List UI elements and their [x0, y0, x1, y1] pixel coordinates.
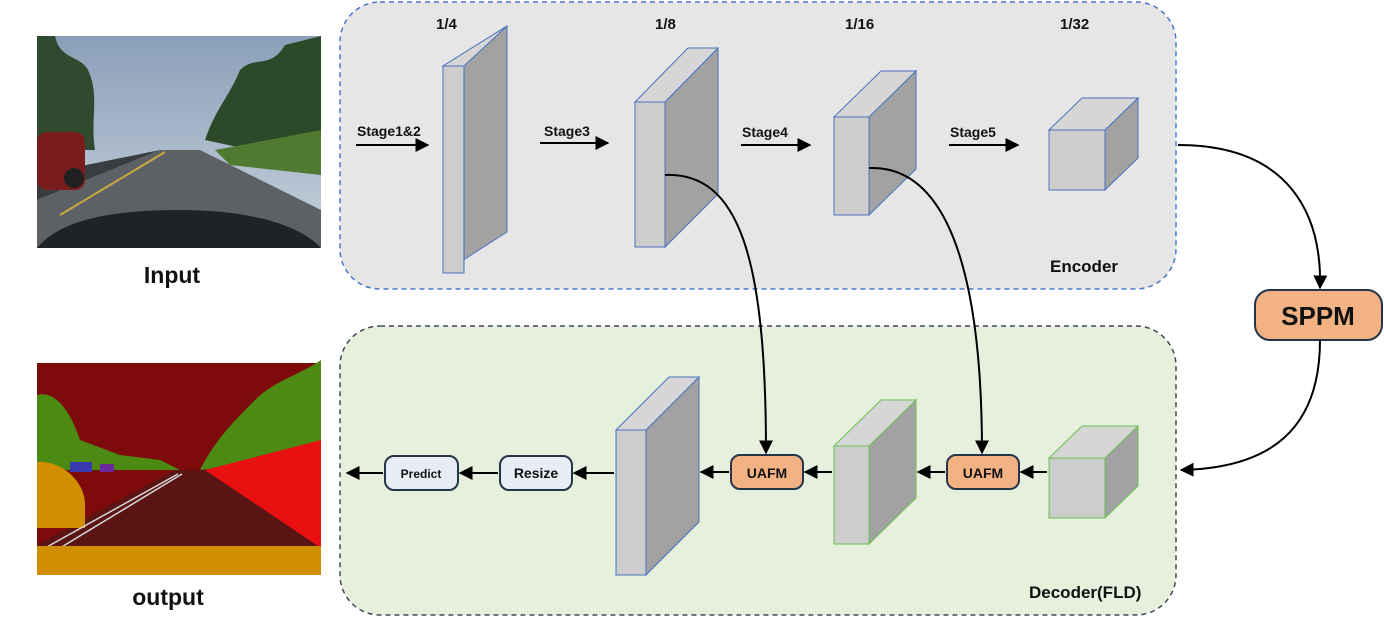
skip-connection-1-16 — [868, 166, 989, 455]
arrow-sppm-to-decoder — [1179, 339, 1321, 477]
scale-label-1-32: 1/32 — [1060, 16, 1089, 33]
uafm-module-left — [730, 454, 804, 490]
uafm-label-left: UAFM — [747, 465, 787, 481]
decoder-block-1-32 — [1047, 424, 1140, 520]
skip-connection-1-8 — [664, 173, 773, 455]
sppm-label: SPPM — [1281, 301, 1355, 331]
resize-label: Resize — [514, 465, 559, 481]
uafm-module-right — [946, 454, 1020, 490]
predict-label: Predict — [401, 467, 442, 481]
encoder-block-1-32 — [1047, 96, 1140, 192]
scale-label-1-8: 1/8 — [655, 16, 676, 33]
stage-label-5: Stage5 — [950, 124, 996, 140]
decoder-block-1-16 — [832, 398, 918, 546]
arrow-encoder-to-sppm — [1177, 144, 1328, 290]
output-image — [37, 360, 321, 575]
input-caption: Input — [144, 262, 201, 288]
stage-label-1-2: Stage1&2 — [357, 123, 421, 139]
encoder-title: Encoder — [1050, 257, 1118, 276]
resize-module — [499, 455, 573, 491]
encoder-block-1-8 — [633, 46, 720, 249]
decoder-block-1-8 — [614, 375, 701, 577]
decoder-title: Decoder(FLD) — [1029, 583, 1141, 602]
stage-label-3: Stage3 — [544, 123, 590, 139]
uafm-label-right: UAFM — [963, 465, 1003, 481]
input-image — [37, 36, 321, 248]
encoder-block-1-16 — [832, 69, 918, 217]
encoder-block-1-4 — [441, 25, 508, 274]
scale-label-1-16: 1/16 — [845, 16, 874, 33]
output-caption: output — [132, 584, 204, 610]
sppm-module — [1254, 289, 1383, 341]
scale-label-1-4: 1/4 — [436, 16, 458, 33]
predict-module — [384, 455, 459, 491]
stage-label-4: Stage4 — [742, 124, 788, 140]
